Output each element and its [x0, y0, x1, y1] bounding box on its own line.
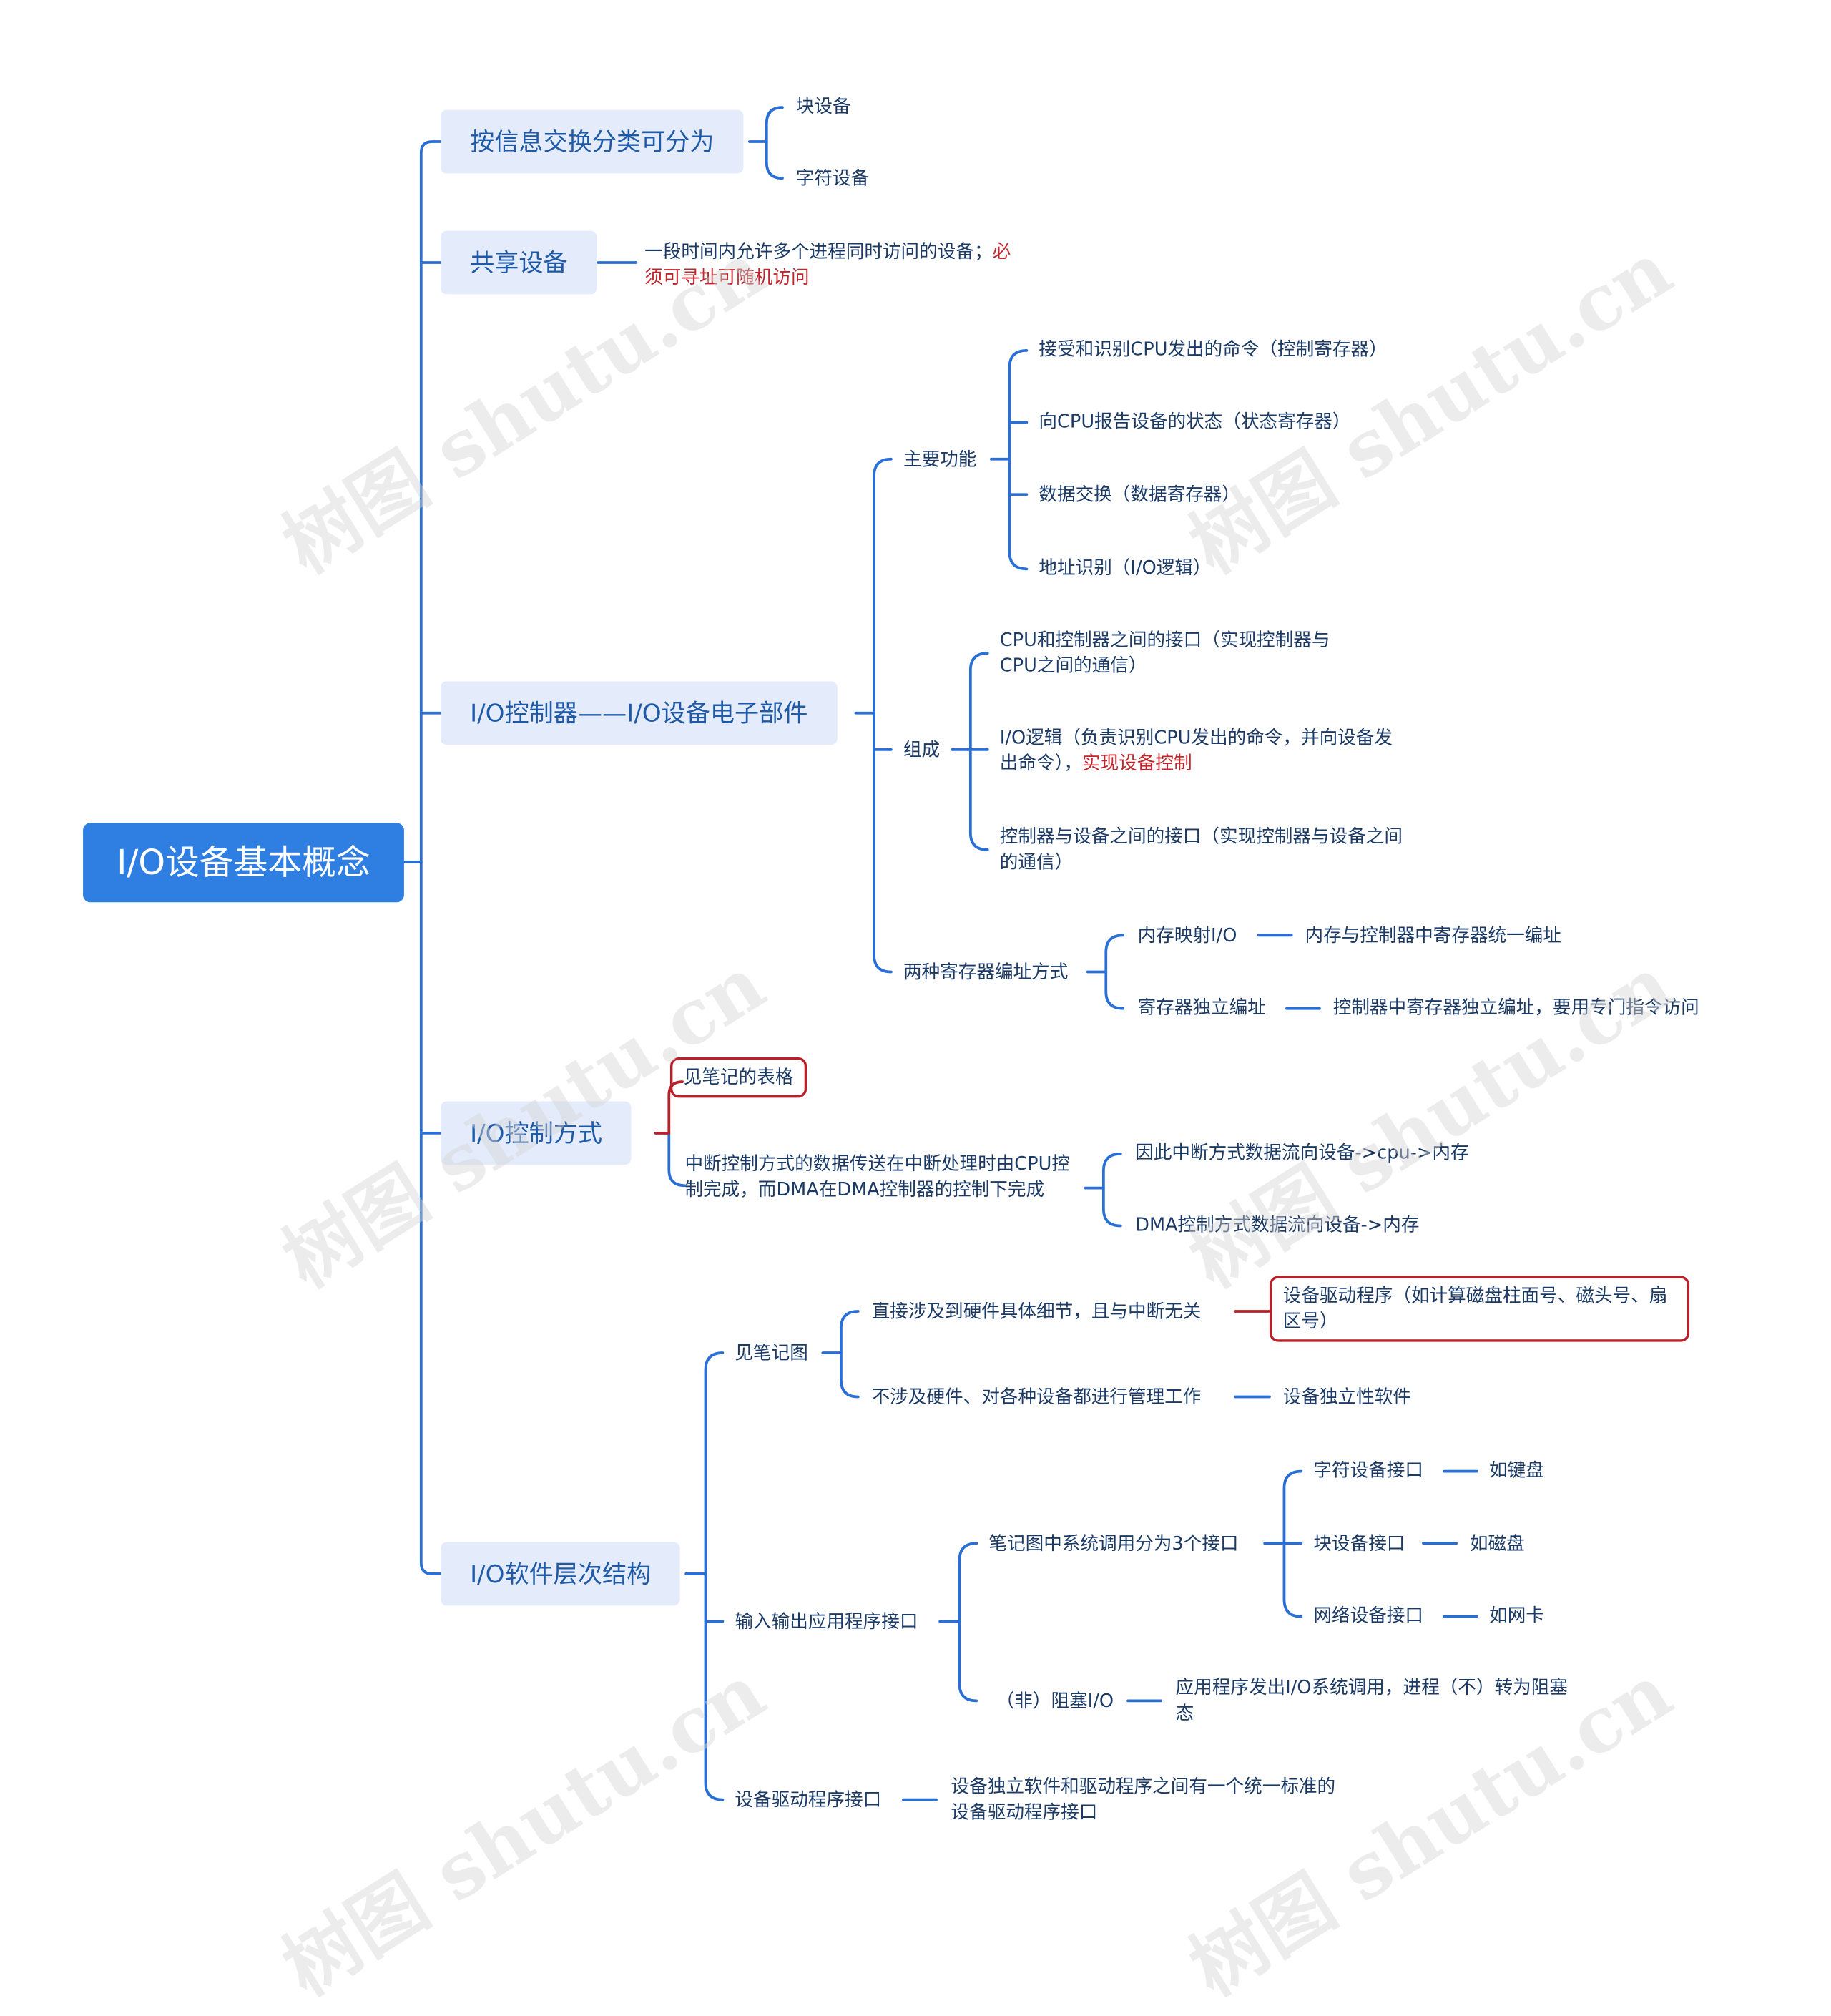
function-item[interactable]: 数据交换（数据寄存器） [1039, 483, 1241, 506]
nic-example[interactable]: 如网卡 [1489, 1604, 1545, 1627]
char-device[interactable]: 字符设备 [795, 167, 870, 190]
block-device[interactable]: 块设备 [795, 95, 851, 117]
branch-info-exchange[interactable]: 按信息交换分类可分为 [441, 109, 744, 174]
io-logic-text: I/O逻辑（负责识别CPU发出的命令，并向设备发出命令）， [999, 726, 1393, 775]
connector-lines [403, 106, 1478, 1801]
dma-flow[interactable]: DMA控制方式数据流向设备->内存 [1135, 1213, 1420, 1236]
composition[interactable]: 组成 [903, 738, 941, 761]
syscall-interfaces[interactable]: 笔记图中系统调用分为3个接口 [988, 1532, 1239, 1555]
driver-interface-desc[interactable]: 设备独立软件和驱动程序之间有一个统一标准的设备驱动程序接口 [951, 1775, 1336, 1824]
shared-desc-normal: 一段时间内允许多个进程同时访问的设备； [644, 240, 993, 263]
network-device-interface[interactable]: 网络设备接口 [1313, 1604, 1424, 1627]
branch-shared-device[interactable]: 共享设备 [441, 230, 597, 295]
branch-io-software-layers[interactable]: I/O软件层次结构 [441, 1542, 681, 1606]
independent-addressing[interactable]: 寄存器独立编址 [1137, 996, 1266, 1019]
root-topic[interactable]: I/O设备基本概念 [83, 823, 404, 903]
blocking-io-desc[interactable]: 应用程序发出I/O系统调用，进程（不）转为阻塞态 [1175, 1676, 1568, 1724]
interrupt-flow[interactable]: 因此中断方式数据流向设备->cpu->内存 [1135, 1141, 1469, 1164]
see-notes-figure[interactable]: 见笔记图 [735, 1341, 808, 1364]
function-item[interactable]: 向CPU报告设备的状态（状态寄存器） [1039, 410, 1351, 433]
function-item[interactable]: 接受和识别CPU发出的命令（控制寄存器） [1039, 338, 1388, 361]
composition-io-logic[interactable]: I/O逻辑（负责识别CPU发出的命令，并向设备发出命令），实现设备控制 [1000, 725, 1397, 777]
main-functions[interactable]: 主要功能 [903, 448, 977, 471]
io-logic-red: 实现设备控制 [1082, 752, 1192, 775]
note-table-box[interactable]: 见笔记的表格 [669, 1057, 807, 1098]
memory-mapped-io[interactable]: 内存映射I/O [1137, 924, 1237, 946]
block-device-interface[interactable]: 块设备接口 [1313, 1532, 1405, 1555]
driver-interface[interactable]: 设备驱动程序接口 [735, 1789, 882, 1811]
device-driver-box[interactable]: 设备驱动程序（如计算磁盘柱面号、磁头号、扇区号） [1269, 1276, 1690, 1342]
function-item[interactable]: 地址识别（I/O逻辑） [1039, 557, 1212, 579]
blocking-io[interactable]: （非）阻塞I/O [996, 1690, 1114, 1712]
device-independent-software[interactable]: 设备独立性软件 [1282, 1386, 1411, 1408]
disk-example[interactable]: 如磁盘 [1469, 1532, 1525, 1555]
hardware-related[interactable]: 直接涉及到硬件具体细节，且与中断无关 [871, 1300, 1202, 1323]
register-addressing[interactable]: 两种寄存器编址方式 [903, 961, 1069, 983]
app-interface[interactable]: 输入输出应用程序接口 [735, 1610, 918, 1633]
memory-mapped-desc[interactable]: 内存与控制器中寄存器统一编址 [1305, 924, 1561, 946]
independent-addressing-desc[interactable]: 控制器中寄存器独立编址，要用专门指令访问 [1332, 996, 1699, 1019]
branch-io-control-mode[interactable]: I/O控制方式 [441, 1101, 632, 1165]
mind-map: I/O设备基本概念 按信息交换分类可分为 块设备 字符设备 共享设备 一段时间内… [83, 95, 1699, 2013]
control-mode-detail[interactable]: 中断控制方式的数据传送在中断处理时由CPU控制完成，而DMA在DMA控制器的控制… [684, 1153, 1070, 1200]
composition-cpu-interface[interactable]: CPU和控制器之间的接口（实现控制器与CPU之间的通信） [999, 628, 1330, 677]
shared-desc-red-2: 须可寻址可随机访问 [644, 266, 810, 288]
shared-desc-red-1: 必 [992, 240, 1011, 263]
composition-device-interface[interactable]: 控制器与设备之间的接口（实现控制器与设备之间的通信） [999, 825, 1403, 874]
hardware-independent[interactable]: 不涉及硬件、对各种设备都进行管理工作 [871, 1386, 1202, 1408]
char-device-interface[interactable]: 字符设备接口 [1313, 1459, 1424, 1482]
keyboard-example[interactable]: 如键盘 [1489, 1459, 1545, 1482]
shared-device-desc[interactable]: 一段时间内允许多个进程同时访问的设备；必须可寻址可随机访问 [644, 240, 1047, 291]
branch-io-controller[interactable]: I/O控制器——I/O设备电子部件 [441, 681, 838, 745]
